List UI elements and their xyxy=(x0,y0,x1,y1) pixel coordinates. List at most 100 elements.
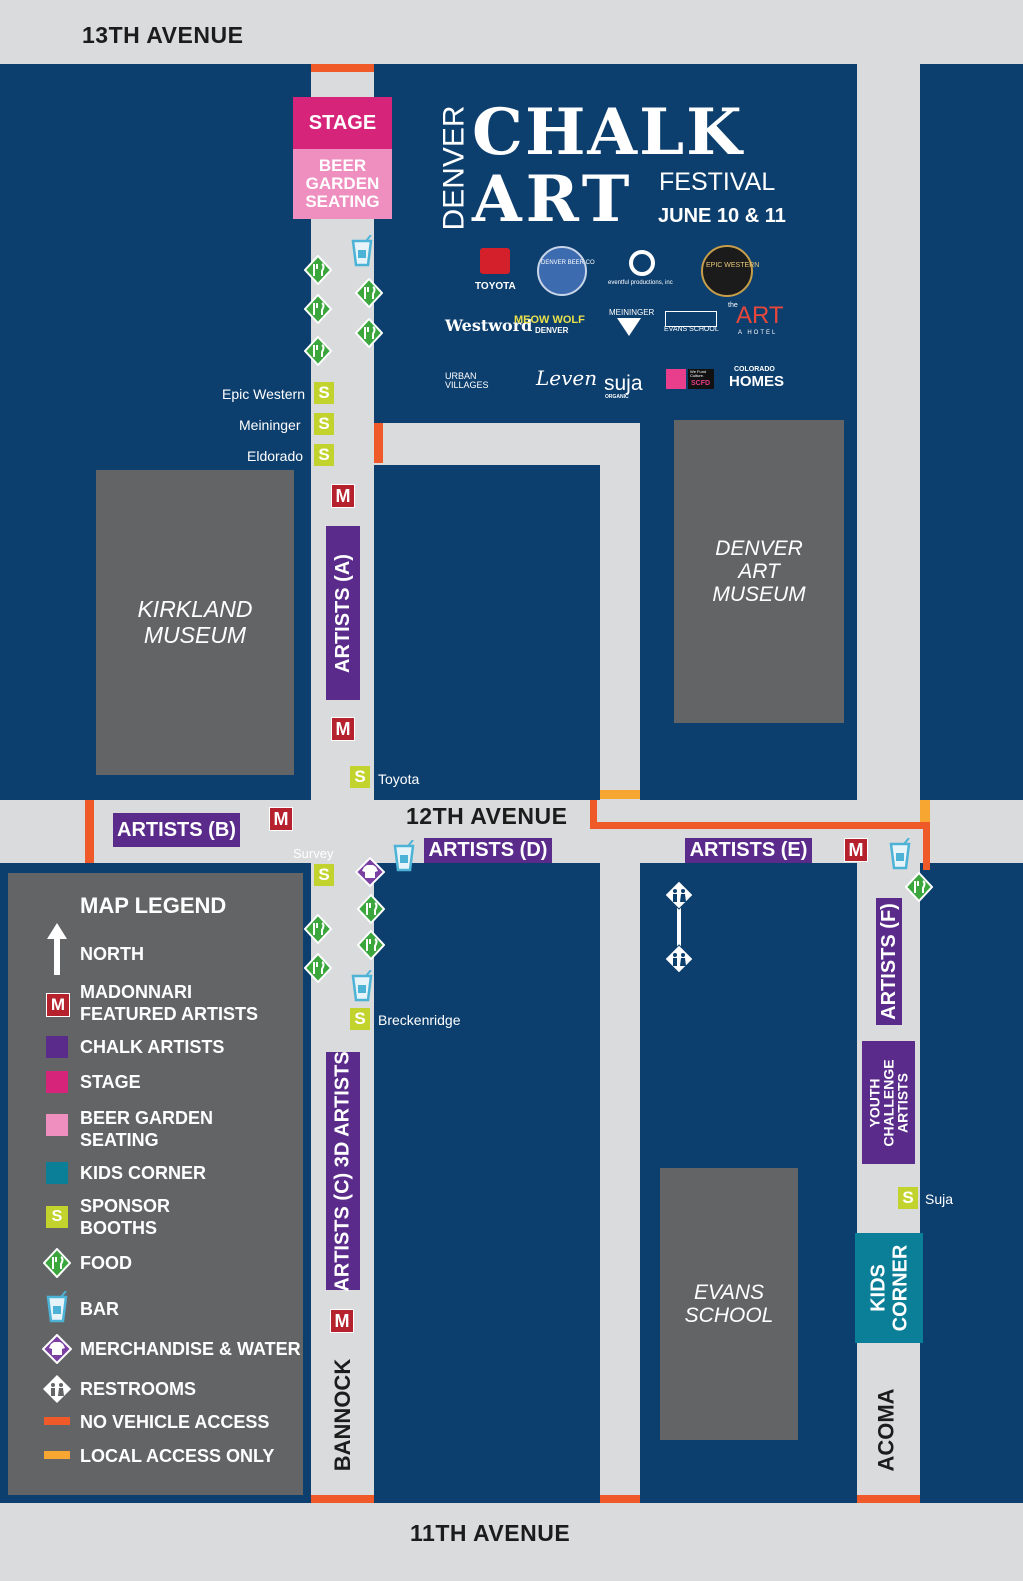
no-vehicle-12th-mid-vertical xyxy=(590,800,597,829)
title-denver: DENVER xyxy=(438,104,471,231)
no-vehicle-lane-south xyxy=(600,1495,640,1503)
stage-swatch xyxy=(46,1071,68,1093)
evans-school: EVANS SCHOOL xyxy=(660,1168,798,1440)
art-hotel-logo-small: the xyxy=(728,302,738,309)
title-chalk: CHALK xyxy=(472,95,744,170)
legend-item-label: BAR xyxy=(80,1299,119,1319)
no-vehicle-west-12th xyxy=(85,800,94,863)
legend-item-label: NORTH xyxy=(80,944,144,964)
sponsor-breckenridge: Breckenridge xyxy=(378,1012,461,1028)
title-festival: FESTIVAL xyxy=(659,168,776,196)
leven-logo: Leven xyxy=(536,366,598,390)
restroom-icon xyxy=(43,1375,71,1403)
madonnari-icon: M xyxy=(46,993,70,1017)
legend-item-label: RESTROOMS xyxy=(80,1379,197,1399)
artists-f-zone: ARTISTS (F) xyxy=(876,898,902,1025)
chalk-artists-swatch xyxy=(46,1036,68,1058)
legend-item-label: SPONSOR BOOTHS xyxy=(80,1196,171,1238)
madonnari-badge: M xyxy=(269,807,293,831)
food-icon xyxy=(905,872,933,902)
legend-item-label: KIDS CORNER xyxy=(80,1163,207,1183)
urban-villages-logo: URBAN VILLAGES xyxy=(445,371,489,390)
local-access-swatch xyxy=(44,1451,70,1459)
madonnari-badge: M xyxy=(331,484,355,508)
no-vehicle-acoma-south xyxy=(857,1495,920,1503)
no-vehicle-12th-east-horizontal xyxy=(590,822,930,829)
sponsor-badge: S xyxy=(314,382,334,404)
beer-garden-zone: BEER GARDEN SEATING xyxy=(293,149,392,219)
stage-zone: STAGE xyxy=(293,97,392,149)
beer-garden-swatch xyxy=(46,1114,68,1136)
scfd-logo-text-2: SCFD xyxy=(691,380,711,387)
street-bannock: BANNOCK xyxy=(330,1358,356,1472)
meininger-logo-mark xyxy=(617,318,641,336)
merchandise-icon xyxy=(42,1334,72,1364)
food-icon xyxy=(304,255,332,285)
kirkland-museum: KIRKLAND MUSEUM xyxy=(96,470,294,775)
street-13th-avenue: 13TH AVENUE xyxy=(82,22,244,48)
legend-item-label: MERCHANDISE & WATER xyxy=(80,1339,301,1359)
epic-western-logo-text: EPIC WESTERN xyxy=(706,262,760,269)
denver-beer-logo xyxy=(537,246,587,296)
title-dates: JUNE 10 & 11 xyxy=(658,205,786,227)
legend-item-label: LOCAL ACCESS ONLY xyxy=(80,1446,275,1466)
artists-c-zone: ARTISTS (C) 3D ARTISTS xyxy=(326,1051,360,1291)
food-icon xyxy=(357,930,385,960)
evans-school-logo-mark xyxy=(665,311,717,327)
local-access-lane xyxy=(600,790,640,799)
north-arrow-icon xyxy=(47,923,67,975)
artists-a-zone: ARTISTS (A) xyxy=(326,526,360,700)
sponsor-epic-western: Epic Western xyxy=(222,386,305,402)
suja-logo: suja xyxy=(604,372,643,395)
madonnari-badge: M xyxy=(330,1309,354,1333)
denver-beer-logo-text: DENVER BEER CO xyxy=(541,260,595,266)
sponsor-toyota: Toyota xyxy=(378,771,420,787)
eventful-logo-text: eventful productions, inc xyxy=(608,280,673,286)
meininger-logo: MEININGER xyxy=(609,308,655,317)
sponsor-survey: Survey xyxy=(293,846,334,861)
bar-icon xyxy=(351,970,373,1002)
suja-logo-sub: ORGANIC xyxy=(605,394,629,400)
artists-b-zone: ARTISTS (B) xyxy=(113,813,240,847)
food-icon xyxy=(43,1248,71,1278)
sponsor-meininger: Meininger xyxy=(239,417,301,433)
street-acoma: ACOMA xyxy=(874,1388,900,1472)
legend-item-label: MADONNARI FEATURED ARTISTS xyxy=(80,982,258,1024)
food-icon xyxy=(304,336,332,366)
toyota-logo-text: TOYOTA xyxy=(475,281,516,292)
artists-d-zone: ARTISTS (D) xyxy=(424,838,552,863)
toyota-logo xyxy=(480,248,510,274)
kids-corner-zone: KIDS CORNER xyxy=(855,1233,923,1343)
no-vehicle-bannock-north xyxy=(311,64,374,72)
scfd-logo-box-1 xyxy=(666,369,686,389)
meow-wolf-logo: MEOW WOLF xyxy=(514,314,585,326)
sponsor-badge: S xyxy=(314,864,334,886)
sponsor-icon: S xyxy=(46,1206,68,1228)
legend-item-label: FOOD xyxy=(80,1253,132,1273)
no-vehicle-bannock-south xyxy=(311,1495,374,1503)
sponsor-eldorado: Eldorado xyxy=(247,448,304,464)
art-hotel-logo: ART xyxy=(736,302,784,329)
scfd-logo-box-2 xyxy=(688,369,714,389)
epic-western-logo xyxy=(701,245,753,297)
street-12th-avenue: 12TH AVENUE xyxy=(406,803,568,829)
madonnari-badge: M xyxy=(844,838,868,862)
food-icon xyxy=(304,914,332,944)
local-access-acoma xyxy=(920,800,930,822)
meow-wolf-logo-sub: DENVER xyxy=(535,326,569,335)
food-icon xyxy=(304,953,332,983)
road-11th-avenue xyxy=(0,1503,1023,1581)
youth-challenge-zone: YOUTH CHALLENGE ARTISTS xyxy=(862,1041,915,1164)
sponsor-suja: Suja xyxy=(925,1191,954,1207)
sponsor-badge: S xyxy=(314,444,334,466)
madonnari-badge: M xyxy=(331,717,355,741)
sponsor-badge: S xyxy=(350,766,370,788)
bar-icon xyxy=(889,838,911,870)
sponsor-badge: S xyxy=(314,413,334,435)
bar-icon xyxy=(46,1291,68,1323)
road-13th-avenue xyxy=(0,0,1023,64)
food-icon xyxy=(304,294,332,324)
art-hotel-logo-sub: A HOTEL xyxy=(738,330,778,336)
legend-item-label: NO VEHICLE ACCESS xyxy=(80,1412,270,1432)
